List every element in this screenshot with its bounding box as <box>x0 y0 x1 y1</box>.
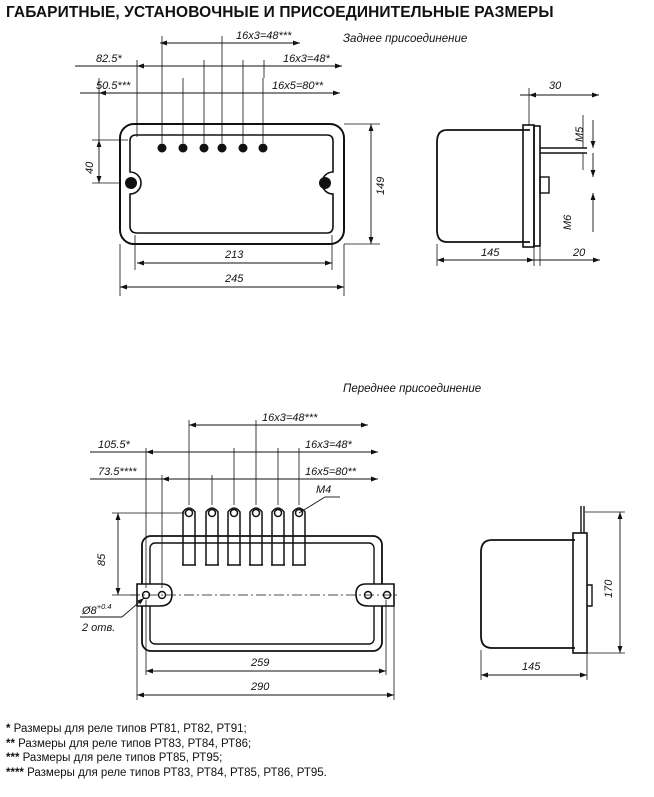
dim-width-245: 245 <box>224 273 244 285</box>
dim-width-259: 259 <box>250 657 269 669</box>
dim-pitch-b: 16x3=48* <box>305 439 353 451</box>
footnote-2: ** Размеры для реле типов РТ83, РТ84, РТ… <box>6 737 252 750</box>
dim-width-213: 213 <box>224 249 244 261</box>
footnotes: * Размеры для реле типов РТ81, РТ82, РТ9… <box>6 722 327 780</box>
footnote-1: * Размеры для реле типов РТ81, РТ82, РТ9… <box>6 723 247 735</box>
terminal <box>271 507 285 566</box>
dim-thread-m4: M4 <box>316 484 331 496</box>
rear-caption: Заднее присоединение <box>343 33 467 45</box>
rear-connection-view: Заднее присоединение <box>75 30 600 296</box>
terminal <box>199 143 209 153</box>
terminal <box>178 143 188 153</box>
dim-thread-m5: M5 <box>574 126 586 142</box>
terminal <box>182 507 196 566</box>
page-title: ГАБАРИТНЫЕ, УСТАНОВОЧНЫЕ И ПРИСОЕДИНИТЕЛ… <box>6 4 554 21</box>
rear-housing-front <box>119 123 345 245</box>
dim-width-290: 290 <box>250 681 270 693</box>
terminal <box>249 507 263 566</box>
dim-pitch-c: 16x5=80** <box>305 466 357 478</box>
front-terminals <box>182 507 306 566</box>
mount-hole-right <box>319 177 331 189</box>
dim-side-145: 145 <box>522 661 541 673</box>
dim-pitch-b: 16x3=48* <box>283 53 331 65</box>
terminal <box>258 143 268 153</box>
dim-offset-a: 105.5* <box>98 439 131 451</box>
dim-pitch-c: 16x5=80** <box>272 80 324 92</box>
dim-thread-m6: M6 <box>562 214 574 230</box>
dim-side-20: 20 <box>572 247 586 259</box>
front-caption: Переднее присоединение <box>343 383 481 395</box>
dim-offset-b: 50.5*** <box>96 80 131 92</box>
dim-height-149: 149 <box>375 177 387 195</box>
dim-side-30: 30 <box>549 80 562 92</box>
dim-pitch-a: 16x3=48*** <box>262 412 318 424</box>
dim-pitch-a: 16x3=48*** <box>236 30 292 42</box>
dim-side-170: 170 <box>603 579 615 598</box>
front-housing-side <box>480 506 593 654</box>
terminal <box>217 143 227 153</box>
rear-terminals <box>157 143 268 153</box>
footnote-3: *** Размеры для реле типов РТ85, РТ95; <box>6 752 223 765</box>
mount-hole-left <box>125 177 137 189</box>
dim-height-85: 85 <box>96 553 108 566</box>
rear-housing-side <box>436 124 587 248</box>
front-connection-view: Переднее присоединение <box>80 383 625 700</box>
dim-side-145: 145 <box>481 247 500 259</box>
footnote-4: **** Размеры для реле типов РТ83, РТ84, … <box>6 766 327 779</box>
terminal <box>292 507 306 566</box>
terminal <box>157 143 167 153</box>
dim-holes-count: 2 отв. <box>81 622 115 634</box>
dim-height-40: 40 <box>84 161 96 174</box>
dim-hole-diameter: Ø8+0.4 <box>81 602 112 617</box>
terminal <box>205 507 219 566</box>
terminal <box>227 507 241 566</box>
terminal <box>238 143 248 153</box>
dim-offset-a: 82.5* <box>96 53 122 65</box>
front-frame <box>130 507 400 652</box>
dim-offset-b: 73.5**** <box>98 466 137 478</box>
